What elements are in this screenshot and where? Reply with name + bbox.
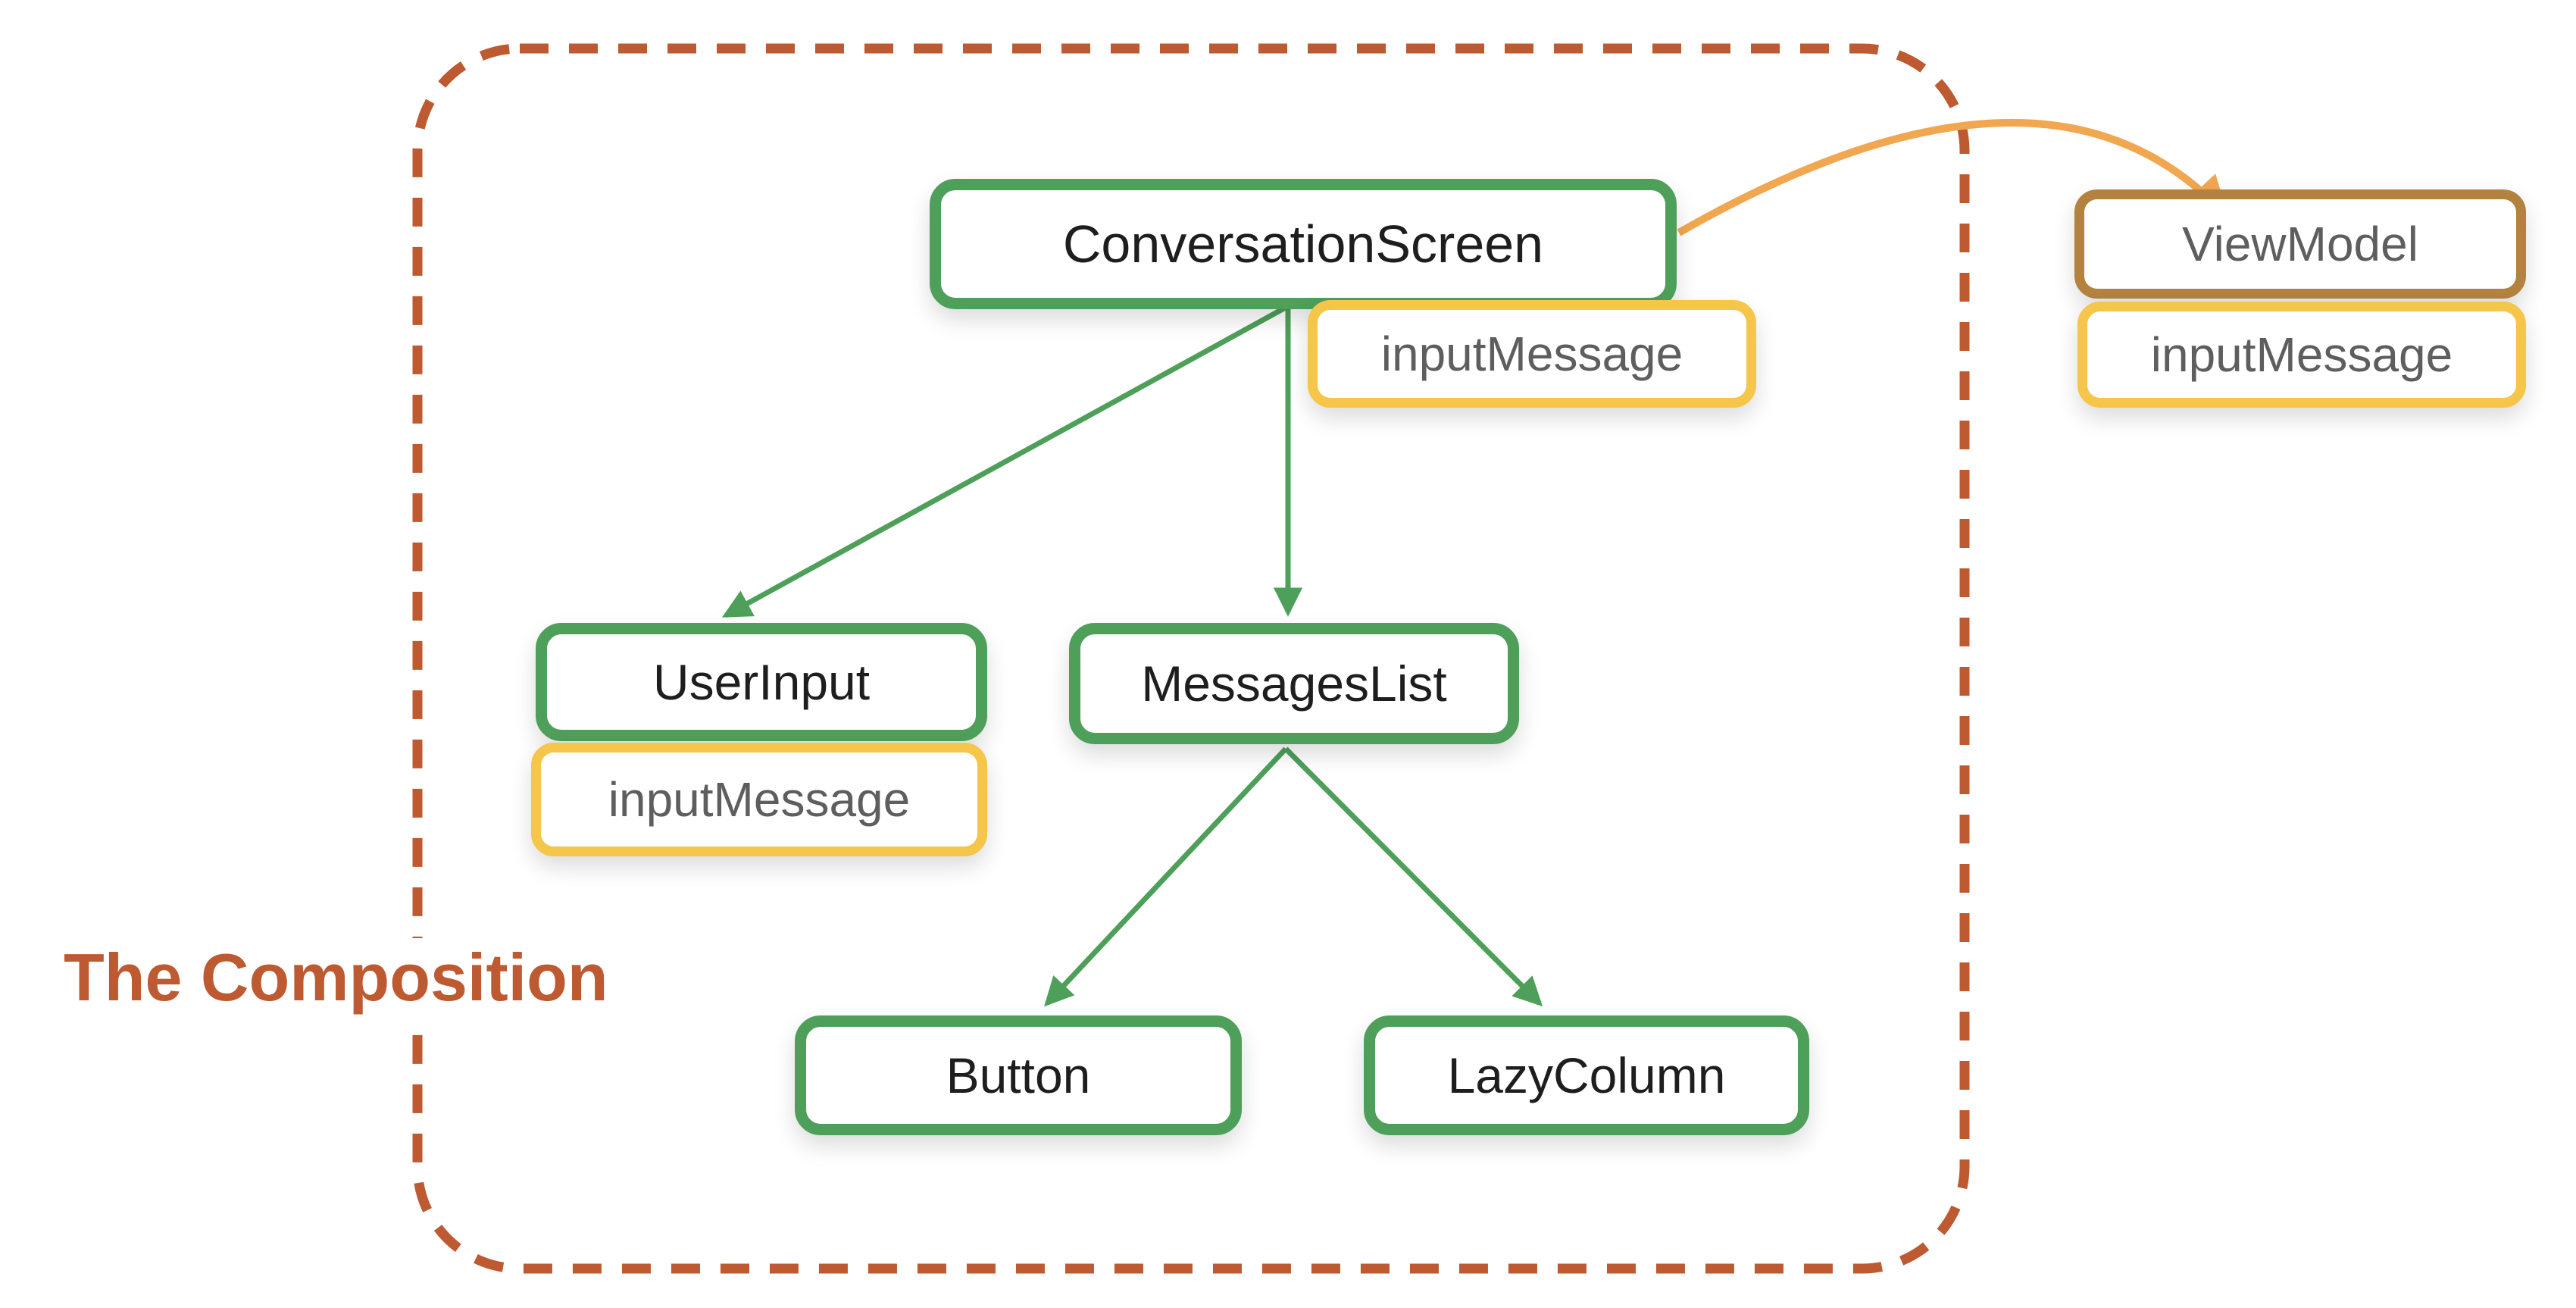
node-button: Button [795, 1015, 1242, 1135]
state-badge-conversationscreen-inputmessage: inputMessage [1308, 300, 1756, 408]
node-lazycolumn: LazyColumn [1364, 1015, 1809, 1135]
state-badge-viewmodel-inputmessage: inputMessage [2077, 302, 2526, 408]
composition-boundary [412, 43, 1970, 1274]
diagram-title: The Composition [44, 938, 628, 1022]
edge-messageslist-to-button [1044, 746, 1288, 1007]
node-conversationscreen: ConversationScreen [930, 179, 1677, 309]
edge-conversationscreen-to-userinput [721, 303, 1290, 618]
state-badge-userinput-inputmessage: inputMessage [531, 743, 987, 856]
edge-conversationscreen-to-viewmodel [1677, 119, 2229, 236]
node-viewmodel: ViewModel [2074, 189, 2526, 299]
node-userinput: UserInput [536, 623, 987, 741]
node-messageslist: MessagesList [1069, 623, 1519, 744]
edge-messageslist-to-lazycolumn [1283, 746, 1543, 1007]
